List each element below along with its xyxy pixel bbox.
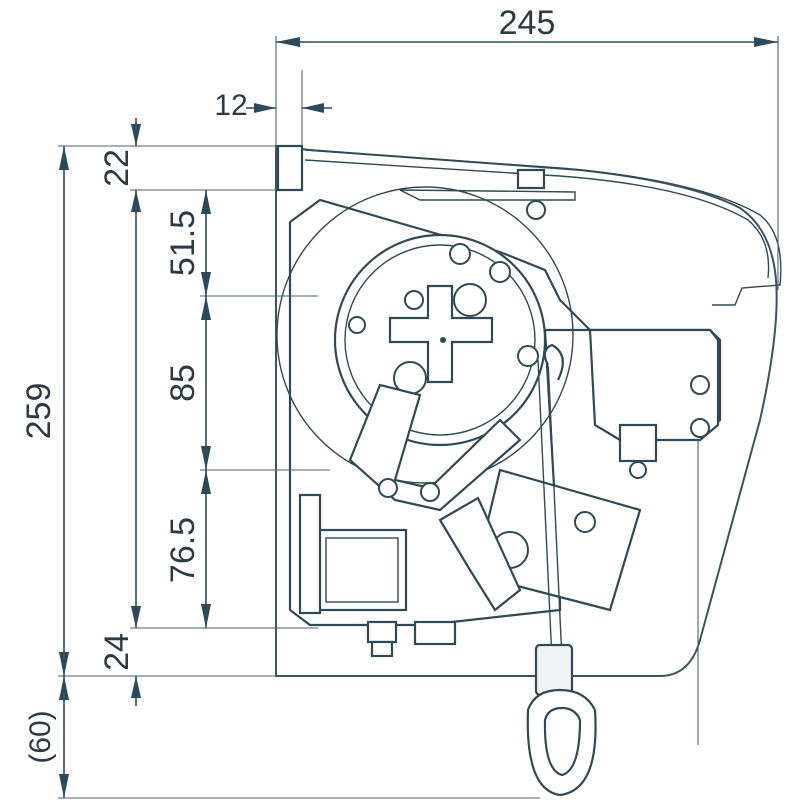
drum-outline [276, 186, 574, 484]
top-screw [526, 200, 546, 220]
crank-hook [543, 343, 564, 381]
dim-height-top-label: 22 [98, 149, 136, 187]
crank-eye-inner [543, 706, 582, 777]
top-cover-inner [304, 159, 770, 279]
bottom-nut-2 [413, 620, 457, 646]
top-rail [276, 144, 304, 192]
bottom-nut-1 [366, 620, 398, 644]
scale-bracket [438, 496, 522, 612]
arm-pivot-2 [420, 482, 440, 502]
motor-connector-bolt [629, 461, 647, 479]
dim-height-top [131, 118, 141, 628]
dim-height-bottom [131, 606, 141, 706]
dim-seg-3 [201, 470, 211, 628]
dim-width-total-label: 245 [499, 4, 556, 42]
disk-bolt-1 [449, 243, 471, 265]
disk-bolt-6 [404, 290, 424, 310]
disk-hole-1 [453, 283, 487, 317]
disk-bolt-3 [517, 345, 539, 367]
motor-bolt-2 [690, 418, 710, 438]
lower-box [316, 528, 408, 612]
top-plate [399, 189, 576, 201]
top-bracket [516, 168, 546, 190]
dim-extension-label: (60) [24, 710, 57, 763]
disk-bolt-4 [348, 316, 366, 334]
cross-hub [388, 284, 494, 384]
bottom-nut-1b [370, 640, 394, 658]
dim-extension [59, 676, 69, 798]
dim-seg-2 [201, 296, 211, 470]
crank-handle [534, 643, 574, 697]
dim-seg-2-label: 85 [164, 364, 202, 402]
dim-seg-1 [201, 190, 211, 296]
dim-height-bottom-label: 24 [98, 633, 136, 671]
crank-rod [537, 359, 563, 661]
disk-bolt-2 [489, 261, 511, 283]
dim-seg-3-label: 76.5 [164, 517, 202, 583]
left-bracket [298, 493, 322, 615]
dim-seg-1-label: 51.5 [164, 210, 202, 276]
dim-width-total [275, 36, 779, 290]
dim-offset-top-label: 12 [214, 89, 247, 122]
arm-lever [348, 383, 522, 512]
motor-connector [618, 423, 658, 463]
gear-disk-inner [344, 244, 536, 436]
plate-bolt [574, 511, 596, 533]
extension-lines [58, 145, 540, 799]
lower-box-inner [325, 537, 399, 603]
motor-housing [588, 328, 720, 442]
dim-height-total-label: 259 [20, 383, 58, 440]
motor-bolt-1 [690, 375, 710, 395]
dim-height-total [59, 146, 69, 676]
top-cover [304, 149, 782, 306]
arm-pivot-1 [378, 478, 398, 498]
dim-offset-top [246, 70, 332, 146]
awning-cassette [275, 144, 782, 797]
hub-center [440, 337, 446, 343]
